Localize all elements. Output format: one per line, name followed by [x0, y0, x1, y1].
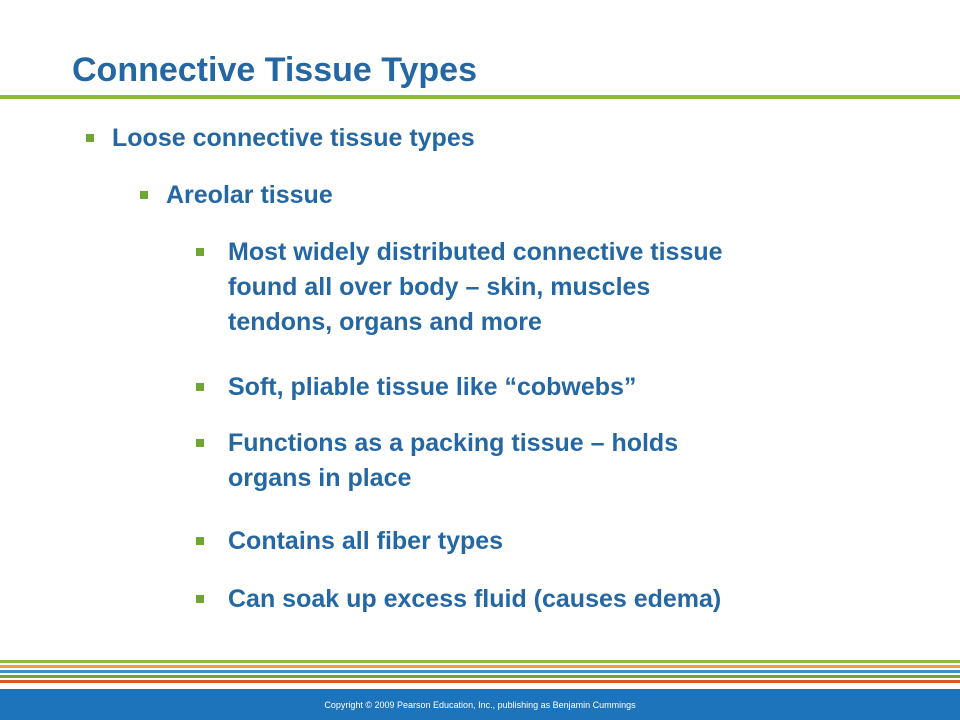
bullet-text: Loose connective tissue types: [112, 124, 475, 152]
bullet-soft-pliable-tissue: Soft, pliable tissue like “cobwebs”: [196, 370, 637, 405]
bullet-text-line-1: Functions as a packing tissue – holds: [228, 429, 679, 457]
footer-bar: Copyright © 2009 Pearson Education, Inc.…: [0, 689, 960, 720]
copyright-text: Copyright © 2009 Pearson Education, Inc.…: [324, 699, 636, 710]
stripe-blue: [0, 670, 960, 673]
square-bullet-icon: [140, 191, 148, 199]
bullet-most-widely-distributed: Most widely distributed connective tissu…: [196, 235, 723, 340]
bullet-text-line-1: Most widely distributed connective tissu…: [228, 238, 723, 266]
bullet-text-line-2: found all over body – skin, muscles: [228, 273, 651, 301]
bullet-text: Soft, pliable tissue like “cobwebs”: [228, 373, 637, 401]
bullet-text: Areolar tissue: [166, 181, 333, 209]
stripe-green: [0, 660, 960, 663]
bullet-areolar-tissue: Areolar tissue: [140, 180, 333, 210]
bullet-text-line-2: organs in place: [228, 464, 412, 492]
bullet-text-line-3: tendons, organs and more: [228, 308, 542, 336]
bullet-text: Contains all fiber types: [228, 527, 504, 555]
stripe-orange: [0, 665, 960, 668]
square-bullet-icon: [196, 383, 204, 391]
stripe-green-2: [0, 675, 960, 678]
bullet-soak-up-excess-fluid: Can soak up excess fluid (causes edema): [196, 582, 722, 617]
slide-title: Connective Tissue Types: [72, 51, 477, 89]
title-underline: [0, 95, 960, 99]
square-bullet-icon: [86, 134, 94, 142]
square-bullet-icon: [196, 248, 204, 256]
square-bullet-icon: [196, 439, 204, 447]
bullet-packing-tissue: Functions as a packing tissue – holds or…: [196, 426, 679, 496]
square-bullet-icon: [196, 595, 204, 603]
bullet-contains-all-fiber-types: Contains all fiber types: [196, 524, 504, 559]
square-bullet-icon: [196, 537, 204, 545]
stripe-red: [0, 680, 960, 683]
bullet-loose-connective-tissue-types: Loose connective tissue types: [86, 123, 475, 153]
bullet-text: Can soak up excess fluid (causes edema): [228, 585, 722, 613]
